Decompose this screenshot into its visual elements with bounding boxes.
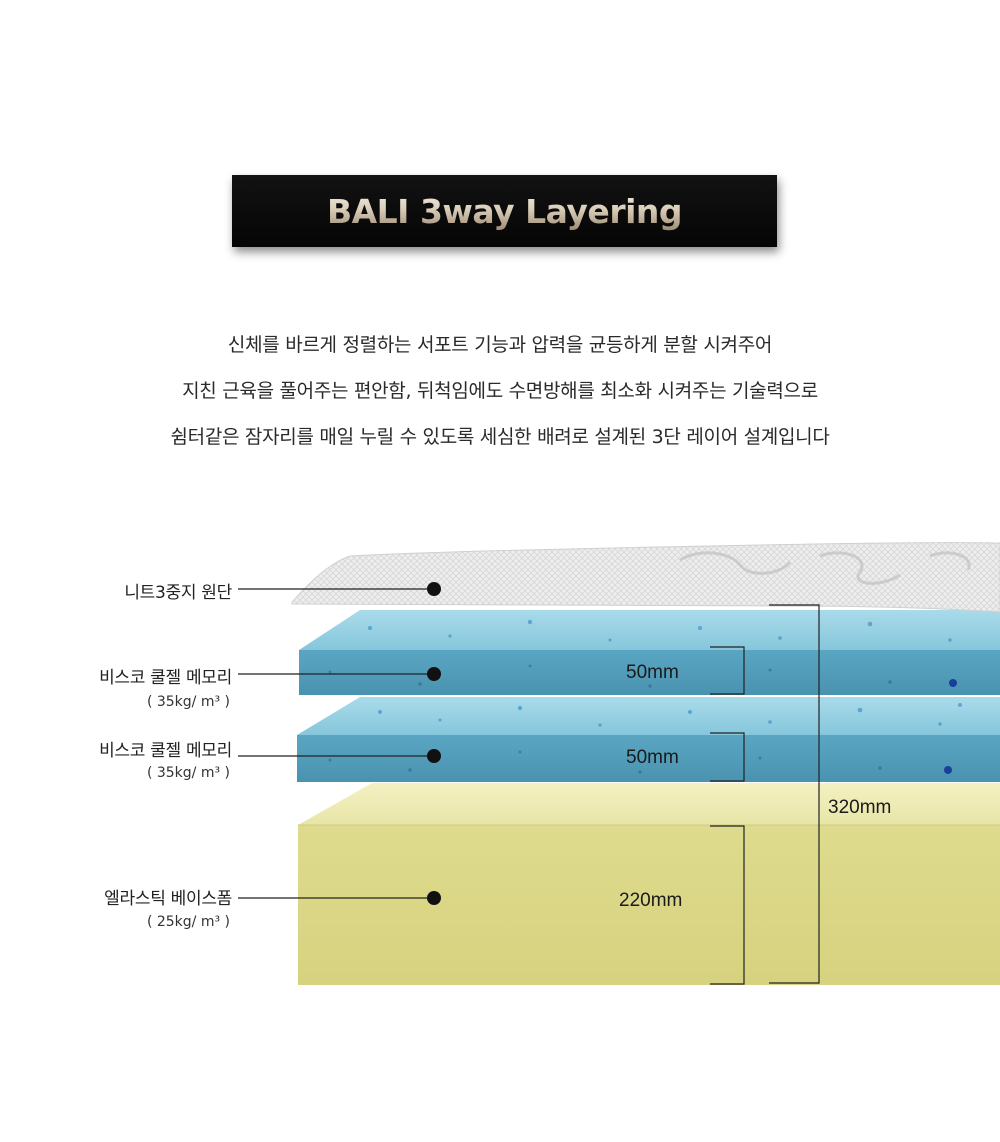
page-title: BALI 3way Layering [326,191,683,231]
bracket-base [710,825,745,985]
dimension-total: 320mm [828,797,892,818]
spec-base-foam: ( 25kg/ m³ ) [146,914,230,930]
description-line: 신체를 바르게 정렬하는 서포트 기능과 압력을 균등하게 분할 시켜주어 [227,334,773,356]
spec-gel-memory-1: ( 35kg/ m³ ) [146,694,230,710]
gel-memory-layer-2 [297,697,1000,782]
leader-lines [238,588,433,899]
label-base-foam: 엘라스틱 베이스폼 [104,889,232,909]
description-line: 지친 근육을 풀어주는 편안함, 뒤척임에도 수면방해를 최소화 시켜주는 기술… [182,380,818,402]
dimension-gel-1: 50mm [626,662,679,683]
leader-dot [427,891,441,905]
bracket-total [769,604,820,984]
leader-dot [427,749,441,763]
label-gel-memory-1: 비스코 쿨젤 메모리 [99,668,232,688]
description-line: 쉼터같은 잠자리를 매일 누릴 수 있도록 세심한 배려로 설계된 3단 레이어… [170,426,830,448]
bracket-gel-2 [710,732,745,782]
dimension-base: 220mm [619,890,683,911]
label-knit-fabric: 니트3중지 원단 [124,583,232,603]
dimension-brackets [710,604,820,985]
leader-dot [427,667,441,681]
spec-gel-memory-2: ( 35kg/ m³ ) [146,765,230,781]
dimension-gel-2: 50mm [626,747,679,768]
description: 신체를 바르게 정렬하는 서포트 기능과 압력을 균등하게 분할 시켜주어 지친… [0,322,1000,460]
bracket-gel-1 [710,646,745,695]
leader-dot [427,582,441,596]
base-foam-block [298,783,1000,985]
title-banner: BALI 3way Layering [232,175,777,247]
gel-memory-layer-1 [299,610,1000,695]
label-gel-memory-2: 비스코 쿨젤 메모리 [99,741,232,761]
knit-fabric-layer [291,542,1000,613]
